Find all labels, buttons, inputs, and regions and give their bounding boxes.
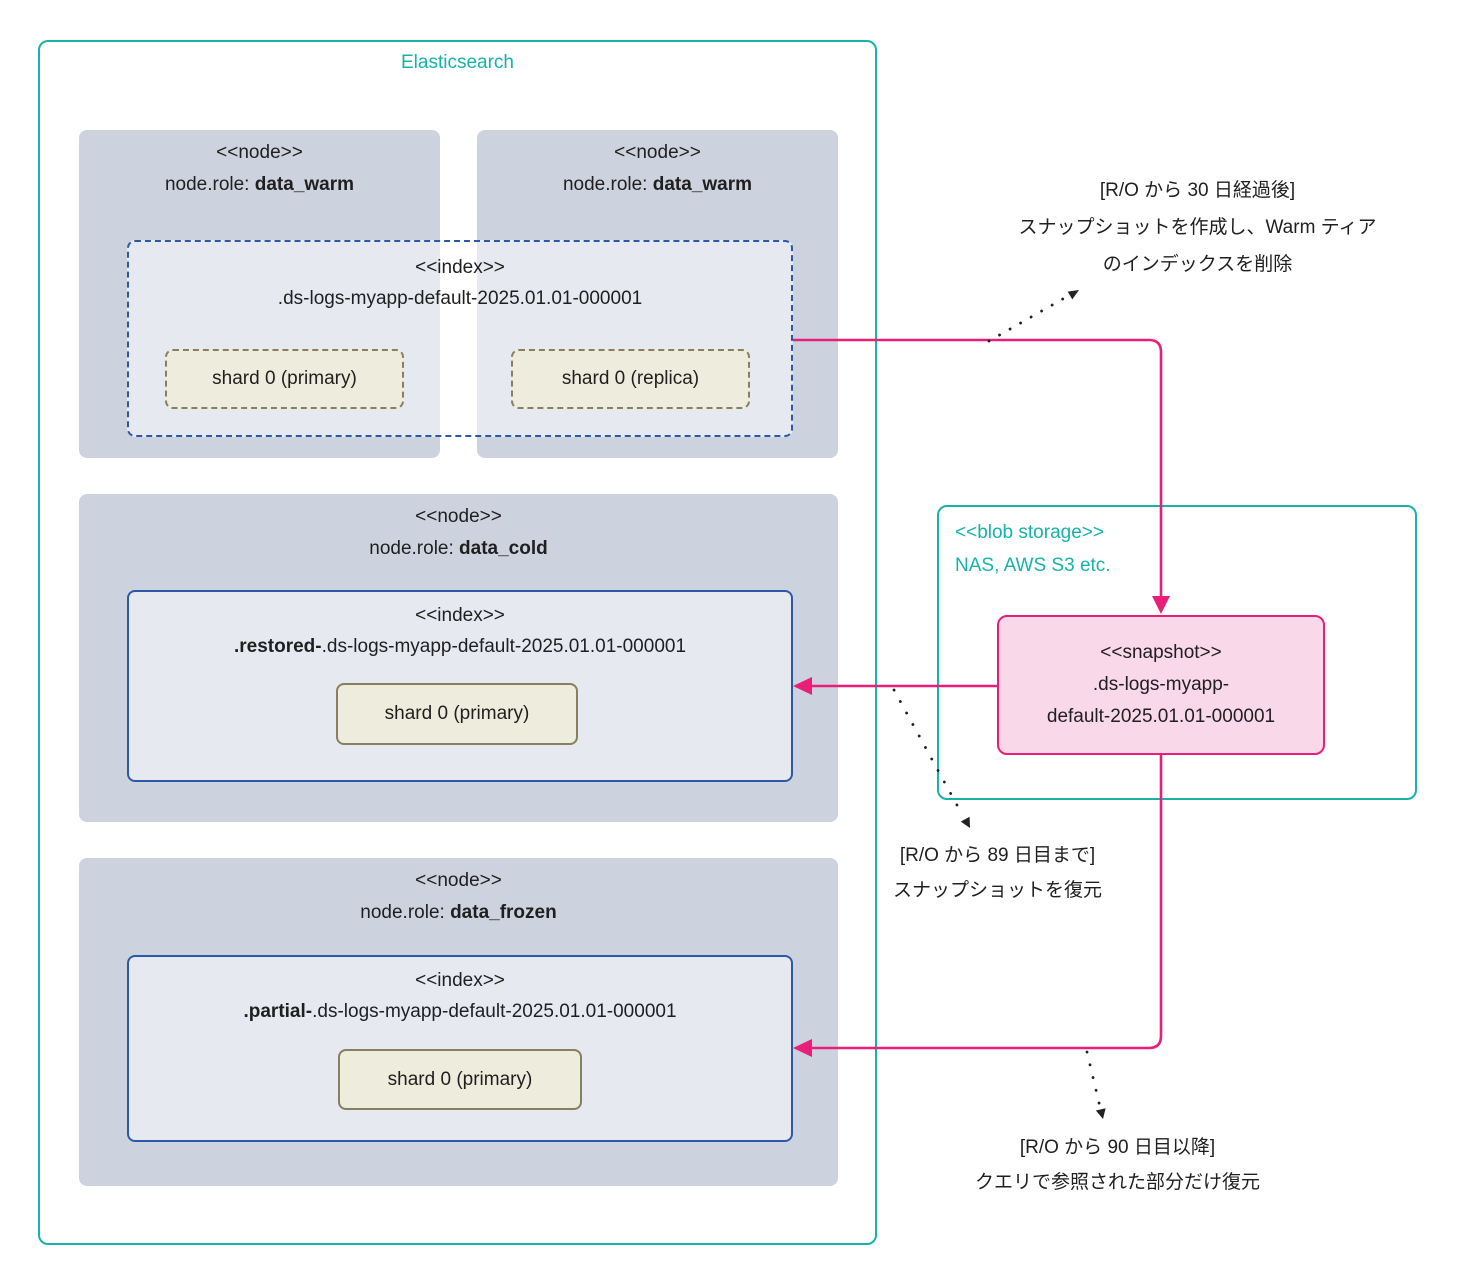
role-value: data_frozen [450,902,557,923]
frozen-node-stereotype: <<node>> [415,870,502,891]
note-line: スナップショットを作成し、Warm ティア [1018,217,1377,238]
role-value: data_warm [652,174,753,195]
snapshot-stereotype: <<snapshot>> [1100,642,1222,663]
note-connector-partial-arrowhead [1095,1108,1106,1119]
warm-node-1-stereotype: <<node>> [216,142,303,163]
frozen-index-box: <<index>> .partial-.ds-logs-myapp-defaul… [127,955,793,1142]
frozen-index-name: .partial-.ds-logs-myapp-default-2025.01.… [129,1000,791,1024]
cold-index-stereotype: <<index>> [415,605,505,626]
snapshot-name-line1: .ds-logs-myapp- [1092,674,1230,695]
note-partial-restore: [R/O から 90 日目以降] クエリで参照された部分だけ復元 [940,1130,1295,1200]
note-line: クエリで参照された部分だけ復元 [974,1172,1260,1193]
snapshot-name-line2: default-2025.01.01-000001 [1046,706,1276,727]
warm-shard-replica: shard 0 (replica) [511,349,750,409]
warm-index-stereotype: <<index>> [415,257,505,278]
frozen-shard-primary: shard 0 (primary) [338,1049,582,1110]
note-connector-create [987,294,1070,343]
role-label: node.role: [360,902,451,923]
role-label: node.role: [369,538,460,559]
cold-node-stereotype: <<node>> [415,506,502,527]
note-line: [R/O から 30 日経過後] [1099,180,1296,201]
note-connector-create-arrowhead [1067,290,1079,300]
index-name-prefix: .partial- [243,1001,313,1022]
elasticsearch-title: Elasticsearch [401,52,514,73]
note-line: [R/O から 89 日目まで] [899,845,1096,866]
note-connector-restore-arrowhead [960,816,970,828]
note-line: のインデックスを削除 [1102,254,1293,275]
warm-node-2-role: node.role: data_warm [477,173,838,197]
note-connector-partial [1085,1050,1102,1109]
role-value: data_cold [459,538,548,559]
cold-shard-primary: shard 0 (primary) [336,683,578,745]
warm-shard-primary: shard 0 (primary) [165,349,404,409]
note-line: [R/O から 90 日目以降] [1019,1137,1216,1158]
cold-index-name: .restored-.ds-logs-myapp-default-2025.01… [129,635,791,659]
blob-storage-stereotype: <<blob storage>> [955,522,1104,543]
index-name-rest: .ds-logs-myapp-default-2025.01.01-000001 [312,1001,677,1022]
role-label: node.role: [562,174,653,195]
index-name-rest: .ds-logs-myapp-default-2025.01.01-000001 [321,636,687,657]
frozen-index-stereotype: <<index>> [415,970,505,991]
role-value: data_warm [254,174,355,195]
note-create-snapshot: [R/O から 30 日経過後] スナップショットを作成し、Warm ティア の… [985,172,1410,283]
warm-node-1-role: node.role: data_warm [79,173,440,197]
warm-index-name: .ds-logs-myapp-default-2025.01.01-000001 [277,288,643,309]
note-restore-snapshot: [R/O から 89 日目まで] スナップショットを復元 [860,838,1135,908]
note-line: スナップショットを復元 [892,880,1102,901]
index-name-prefix: .restored- [233,636,322,657]
warm-node-2-stereotype: <<node>> [614,142,701,163]
role-label: node.role: [164,174,255,195]
blob-storage-subtitle: NAS, AWS S3 etc. [955,555,1111,576]
frozen-node-role: node.role: data_frozen [79,901,838,925]
snapshot-box: <<snapshot>> .ds-logs-myapp- default-202… [997,615,1325,755]
cold-node-role: node.role: data_cold [79,537,838,561]
